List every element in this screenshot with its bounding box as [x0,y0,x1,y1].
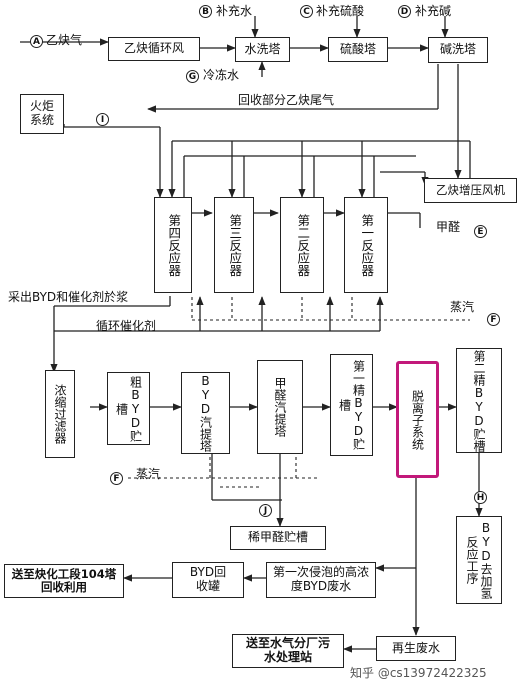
marker-j-icon: J [259,504,272,517]
byd-hydrogenation-box: BYD去加氢反应工序 [456,516,502,604]
first-soak-wastewater-box: 第一次侵泡的高浓度BYD废水 [266,562,376,598]
marker-b-icon: B [199,5,212,18]
watermark: 知乎 @cs13972422325 [350,666,487,680]
concentrating-filter-box: 浓缩过滤器 [45,370,75,458]
send-sewage-box: 送至水气分厂污水处理站 [232,634,344,668]
marker-i-icon: I [96,113,109,126]
formaldehyde-stripper-box: 甲醛汽提塔 [257,360,303,454]
marker-f-icon-top: F [487,313,500,326]
makeup-water-label: 补充水 [216,4,253,18]
makeup-acid-label: 补充硫酸 [316,4,365,18]
regen-wastewater-box: 再生废水 [376,636,456,661]
crude-byd-tank-box: 粗BYD贮槽 [107,372,150,445]
recycle-fan-box: 乙炔循环风 [108,37,200,61]
marker-c-icon: C [300,5,313,18]
water-wash-tower-box: 水洗塔 [235,37,290,62]
withdraw-slurry-label: 采出BYD和催化剂於浆 [8,290,129,304]
formaldehyde-label: 甲醛 [436,220,461,234]
flare-system-box: 火炬系统 [20,94,64,134]
chilled-water-label: 冷冻水 [203,68,240,82]
send-alkynation-box: 送至炔化工段104塔回收利用 [4,564,124,598]
reactor-1-box: 第一反应器 [344,197,388,293]
recover-tail-gas-label: 回收部分乙炔尾气 [238,93,335,107]
deionization-system-box: 脱离子系统 [396,361,439,478]
marker-d-icon: D [398,5,411,18]
second-refined-byd-tank-box: 第二精BYD贮槽 [456,348,502,453]
reactor-2-box: 第二反应器 [280,197,324,293]
acetylene-gas-label: 乙炔气 [46,33,83,47]
dilute-formaldehyde-tank-box: 稀甲醛贮槽 [230,526,326,550]
reactor-3-box: 第三反应器 [214,197,254,293]
marker-g-icon: G [186,70,199,83]
marker-a-icon: A [30,35,43,48]
alkali-wash-tower-box: 碱洗塔 [428,37,488,63]
marker-e-icon: E [474,225,487,238]
makeup-alkali-label: 补充碱 [415,4,452,18]
first-refined-byd-tank-box: 第一精BYD贮槽 [330,354,373,456]
byd-recovery-tank-box: BYD回收罐 [172,562,244,598]
recycle-catalyst-label: 循环催化剂 [96,319,157,333]
marker-h-icon: H [474,491,487,504]
steam-label-bottom: 蒸汽 [136,467,161,481]
acid-wash-tower-box: 硫酸塔 [328,37,388,62]
reactor-4-box: 第四反应器 [154,197,192,293]
booster-fan-box: 乙炔增压风机 [424,178,517,203]
steam-label-top: 蒸汽 [450,300,475,314]
byd-stripper-box: BYD汽提塔 [181,372,230,454]
marker-f-icon-bottom: F [110,472,123,485]
